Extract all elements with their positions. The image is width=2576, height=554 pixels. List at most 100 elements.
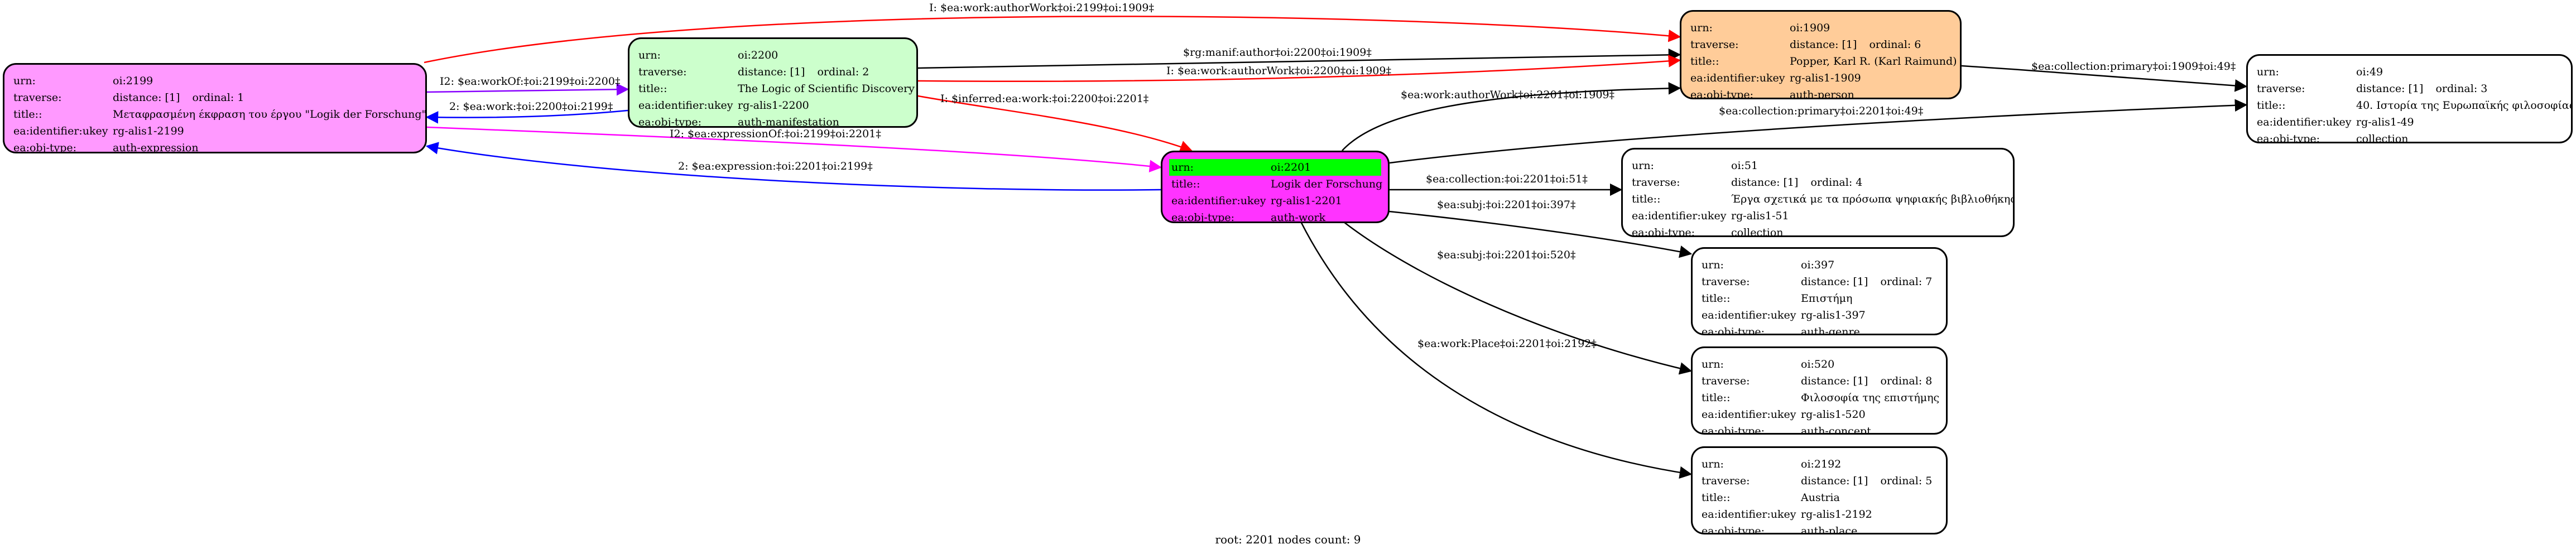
field-key: traverse: [13,91,62,104]
field-key: ea:identifier:ukey [1702,408,1796,421]
node-oi-2192[interactable]: urn:oi:2192 traverse:distance: [1]ordina… [1691,446,1948,534]
field-title: Austria [1801,492,1840,504]
edge-label: $ea:subj:‡oi:2201‡oi:397‡ [1437,199,1575,211]
field-type: auth-work [1271,211,1326,223]
field-distance: distance: [1] [1731,176,1799,189]
field-key: ea:obj-type: [1690,89,1754,99]
node-oi-51[interactable]: urn:oi:51 traverse:distance: [1]ordinal:… [1621,148,2015,237]
field-key: ea:identifier:ukey [2257,116,2352,128]
node-oi-397[interactable]: urn: oi:397 traverse: distance: [1] ordinal… [1691,247,1948,335]
field-key: urn: [1690,22,1713,34]
field-type: auth-expression [113,142,199,153]
field-urn: oi:2200 [738,49,778,61]
field-urn: oi:2192 [1801,458,1842,470]
node-oi-2199[interactable]: urn: oi:2199 traverse: distance: [1] ordina… [3,63,427,153]
field-title: Μεταφρασμένη έκφραση του έργου "Logik de… [113,108,427,121]
graph-caption: root: 2201 nodes count: 9 [1215,533,1361,546]
node-oi-2200[interactable]: urn:oi:2200 traverse:distance: [1]ordina… [628,37,918,128]
field-ukey: rg-alis1-51 [1731,210,1789,222]
edge-label: $rg:manif:author‡oi:2200‡oi:1909‡ [1183,46,1372,59]
field-key: ea:obj-type: [2257,133,2320,143]
node-oi-1909[interactable]: urn:oi:1909 traverse:distance: [1]ordina… [1680,10,1962,99]
field-type: auth-place [1801,525,1858,534]
field-key: traverse: [2257,83,2305,95]
field-urn: oi:520 [1801,358,1835,370]
edge-work-2200 [425,109,628,124]
node-oi-49[interactable]: urn:oi:49 traverse:distance: [1]ordinal:… [2246,54,2573,143]
field-urn: oi:2199 [113,75,153,87]
field-distance: distance: [1] [738,66,805,78]
field-ukey: rg-alis1-49 [2356,116,2414,128]
field-key: ea:obj-type: [13,142,77,153]
edge-author-2201 [1342,82,1681,151]
field-key: ea:identifier:ukey [1702,508,1796,521]
edge-subj-520 [1328,209,1693,375]
field-key: title:: [13,108,42,121]
field-key: urn: [1702,458,1724,470]
edge-label: I2: $ea:expressionOf:‡oi:2199‡oi:2201‡ [670,128,881,140]
edge-label: $ea:work:authorWork‡oi:2201‡oi:1909‡ [1401,89,1614,101]
field-ordinal: ordinal: 7 [1880,276,1933,288]
node-oi-520[interactable]: urn:oi:520 traverse:distance: [1]ordinal… [1691,346,1948,435]
field-ukey: rg-alis1-520 [1801,408,1866,421]
field-type: auth-manifestation [738,116,839,128]
edge-place [1294,209,1693,479]
field-key: title:: [1690,55,1719,68]
field-title: Έργα σχετικά με τα πρόσωπα ψηφιακής βιβλ… [1731,193,2015,205]
field-key: ea:identifier:ukey [13,125,108,137]
field-key: ea:obj-type: [1632,227,1695,237]
edge-label: I: $ea:work:authorWork‡oi:2199‡oi:1909‡ [929,2,1154,14]
field-ordinal: ordinal: 3 [2435,83,2488,95]
field-type: auth-concept [1801,425,1871,435]
field-ordinal: ordinal: 1 [192,91,244,104]
edge-label: I: $inferred:ea:work:‡oi:2200‡oi:2201‡ [940,93,1148,105]
field-ukey: rg-alis1-1909 [1790,72,1861,84]
field-title: The Logic of Scientific Discovery [738,83,915,95]
edge-label: $ea:subj:‡oi:2201‡oi:520‡ [1437,249,1575,261]
field-key: ea:obj-type: [1702,525,1765,534]
edge-label: $ea:work:Place‡oi:2201‡oi:2192‡ [1417,338,1597,350]
field-key: traverse: [1632,176,1680,189]
edge-label: 2: $ea:expression:‡oi:2201‡oi:2199‡ [678,160,873,172]
field-key: traverse: [1690,38,1739,51]
field-key: title:: [1702,292,1731,305]
edge-author-2200 [917,55,1681,83]
field-key: ea:identifier:ukey [1690,72,1785,84]
edge-coll-1909 [1961,65,2248,92]
field-ukey: rg-alis1-2201 [1271,195,1342,207]
field-key: urn: [1702,259,1724,271]
edge-exprof [426,126,1162,173]
node-oi-2201-root[interactable]: urn:oi:2201 title::Logik der Forschung e… [1161,151,1390,223]
field-key: traverse: [1702,276,1750,288]
edge-label: I: $ea:work:authorWork‡oi:2200‡oi:1909‡ [1166,65,1391,77]
field-key: urn: [1702,358,1724,370]
field-key: urn: [1632,160,1654,172]
field-key: title:: [1171,178,1200,190]
edge-label: $ea:collection:primary‡oi:2201‡oi:49‡ [1719,105,1923,117]
edge-label: $ea:collection:primary‡oi:1909‡oi:49‡ [2031,60,2236,73]
field-type: collection [1731,227,1784,237]
root-highlight-row: urn:oi:2201 [1169,159,1381,176]
field-key: ea:obj-type: [1171,211,1235,223]
edge-expr [425,142,1161,191]
field-distance: distance: [1] [2356,83,2424,95]
field-ordinal: ordinal: 2 [817,66,869,78]
field-urn: oi:51 [1731,160,1758,172]
field-distance: distance: [1] [1801,375,1868,387]
field-ukey: rg-alis1-2192 [1801,508,1872,521]
field-distance: distance: [1] [113,91,180,104]
field-distance: distance: [1] [1801,276,1868,288]
field-type: auth-person [1790,89,1854,99]
field-ordinal: ordinal: 5 [1880,475,1933,487]
field-distance: distance: [1] [1790,38,1857,51]
field-urn: oi:397 [1801,259,1835,271]
field-key: ea:identifier:ukey [1632,210,1727,222]
field-key: urn: [13,75,36,87]
field-urn: oi:49 [2356,66,2383,78]
field-key: ea:identifier:ukey [1171,195,1266,207]
field-key: ea:identifier:ukey [638,99,733,112]
field-title: Popper, Karl R. (Karl Raimund) [1790,55,1957,68]
field-distance: distance: [1] [1801,475,1868,487]
